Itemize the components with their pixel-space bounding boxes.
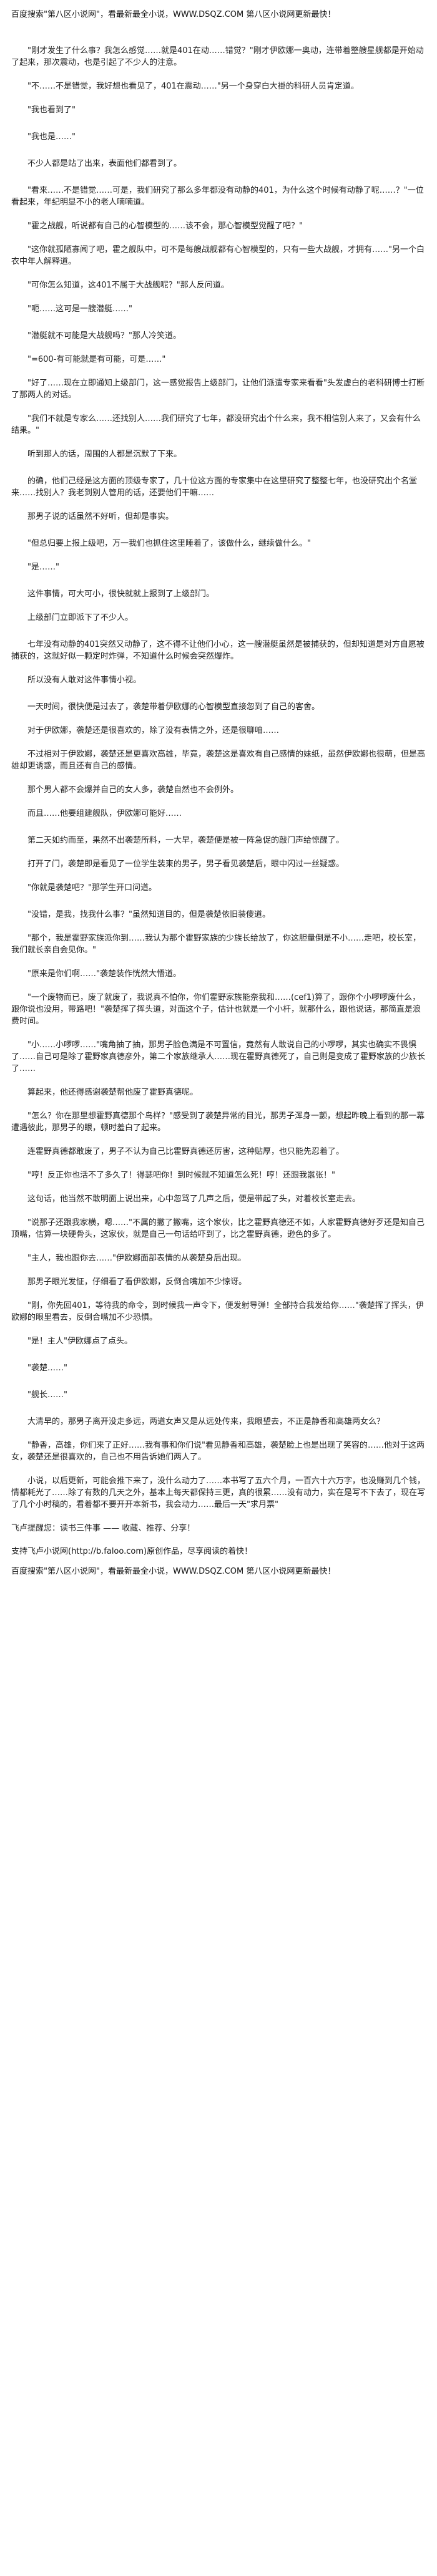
paragraph: "哼！反正你也活不了多久了！得瑟吧你！到时候就不知道怎么死！哼！还跟我嚣张！" bbox=[27, 1171, 335, 1180]
paragraph: 这件事情，可大可小，很快就就上报到了上级部门。 bbox=[27, 589, 215, 599]
paragraph: 算起来，他还得感谢袭楚帮他废了霍野真德呢。 bbox=[27, 1088, 199, 1097]
site-banner-top: 百度搜索"第八区小说网"，看最新最全小说，WWW.DSQZ.COM 第八区小说网… bbox=[11, 10, 336, 19]
paragraph: "原来是你们啊……"袭楚装作恍然大悟道。 bbox=[27, 969, 181, 979]
paragraph: "我也看到了" bbox=[27, 105, 76, 115]
paragraph: "小……小啰啰……"嘴角抽了抽，那男子脸色满是不可置信，竟然有人敢说自己的小啰啰… bbox=[11, 1040, 426, 1073]
paragraph: 对于伊欧娜，袭楚还是很喜欢的，除了没有表情之外，还是很聊咱…… bbox=[27, 726, 280, 735]
paragraph: "静香，高雄，你们来了正好……我有事和你们说"看见静香和高雄，袭楚脸上也是出现了… bbox=[11, 1441, 425, 1462]
paragraph: 上级部门立即派下了不少人。 bbox=[27, 613, 134, 622]
support-line: 支持飞卢小说网(http://b.faloo.com)原创作品，尽享阅读的着快！ bbox=[11, 1547, 253, 1556]
paragraph: "看来……不是错觉……可是，我们研究了那么多年都没有动静的401，为什么这个时候… bbox=[11, 186, 424, 207]
paragraph: "主人，我也跟你去……"伊欧娜面部表情的从袭楚身后出现。 bbox=[27, 1254, 246, 1263]
paragraph: "呃……这可是一艘潜艇……" bbox=[27, 304, 132, 314]
paragraph: 一天时间，很快便是过去了，袭楚带着伊欧娜的心智模型直接忽到了自己的客舍。 bbox=[27, 702, 320, 712]
paragraph: 不少人都是站了出来，表面他们都看到了。 bbox=[27, 159, 182, 168]
paragraph: "刚才发生了什么事？我怎么感觉……就是401在动……错觉？"刚才伊欧娜一奥动，连… bbox=[11, 46, 424, 67]
paragraph: 这句话，他当然不敢明面上说出来，心中忽骂了几声之后，便是带起了头，对着校长室走去… bbox=[27, 1194, 361, 1204]
paragraph: 听到那人的话，周围的人都是沉默了下来。 bbox=[27, 450, 182, 459]
paragraph: 那个男人都不会爆并自己的女人多，袭楚自然也不会例外。 bbox=[27, 785, 239, 795]
paragraph: "一个废物而已，废了就废了，我说真不怕你，你们霍野家族能奈我和……(cef1)算… bbox=[11, 993, 421, 1026]
site-banner-bottom: 百度搜索"第八区小说网"，看最新最全小说，WWW.DSQZ.COM 第八区小说网… bbox=[11, 1567, 336, 1576]
paragraph: 打开了门，袭楚即是看见了一位学生装束的男子，男子看见袭楚后，眼中闪过一丝疑惑。 bbox=[27, 859, 345, 869]
paragraph: "是！主人"伊欧娜点了点头。 bbox=[27, 1337, 132, 1346]
paragraph: 所以没有人敢对这件事情小视。 bbox=[27, 675, 142, 685]
paragraph: "=600-有可能就是有可能，可是……" bbox=[27, 355, 166, 364]
paragraph: 连霍野真德都敢废了，男子不认为自己比霍野真德还厉害，这种贴厚，也只能先忍着了。 bbox=[27, 1147, 345, 1156]
paragraph: "刚，你先回401，等待我的命令，到时候我一声令下，便发射导弹！全部持合我发给你… bbox=[11, 1301, 424, 1322]
paragraph: "袭楚……" bbox=[27, 1363, 67, 1373]
paragraph: 不过相对于伊欧娜，袭楚还是更喜欢高雄，毕竟，袭楚这是喜欢有自己感情的妹纸，虽然伊… bbox=[11, 750, 426, 771]
paragraph: "霍之战舰，听说都有自己的心智模型的……该不会，那心智模型觉醒了吧？" bbox=[27, 221, 303, 231]
paragraph: "是……" bbox=[27, 563, 59, 572]
paragraph: 那男子眼光发怔，仔细看了看伊欧娜，反倒合嘴加不少惊讶。 bbox=[27, 1277, 247, 1287]
paragraph: "好了……现在立即通知上级部门，这一感觉报告上级部门，让他们派遣专家来看看"头发… bbox=[11, 379, 425, 400]
paragraph: "说那子还跟我家横，嗯……"不属的撇了撇嘴，这个家伙，比之霍野真德还不如，人家霍… bbox=[11, 1218, 425, 1239]
chapter-body: "刚才发生了什么事？我怎么感觉……就是401在动……错觉？"刚才伊欧娜一奥动，连… bbox=[11, 45, 426, 1511]
paragraph: "那个，我是霍野家族派你到……我认为那个霍野家族的少族长给放了，你这胆量倒是不小… bbox=[11, 934, 421, 955]
paragraph: 的确，他们己经是这方面的顶级专家了，几十位这方面的专家集中在这里研究了整整七年，… bbox=[11, 477, 418, 498]
footer-note: 飞卢提醒您：读书三件事 —— 收藏、推荐、分享！ bbox=[11, 1524, 195, 1533]
paragraph: 大清早的，那男子离开没走多远，两道女声又是从远处传来，我眼望去，不正是静香和高雄… bbox=[27, 1417, 385, 1426]
paragraph: "没错，是我，找我什么事？"虽然知道目的，但是袭楚依旧装傻道。 bbox=[27, 910, 270, 919]
paragraph: "怎么？你在那里想霍野真德那个鸟样？"感受到了袭楚异常的目光，那男子浑身一颤，想… bbox=[11, 1111, 425, 1133]
paragraph: "我们不就是专家么……还找别人……我们研究了七年，都没研究出个什么来，我不相信别… bbox=[11, 414, 421, 435]
paragraph: 那男子说的话虽然不好听，但却是事实。 bbox=[27, 512, 174, 521]
paragraph: 而且……他要组建舰队，伊欧娜可能好…… bbox=[27, 809, 182, 818]
paragraph: "可你怎么知道，这401不属于大战舰呢？"那人反问道。 bbox=[27, 281, 229, 290]
paragraph: "你就是袭楚吧？"那学生开口问道。 bbox=[27, 883, 157, 893]
paragraph: 小说，以后更新，可能会推下来了，没什么动力了……本书写了五六个月，一百六十六万字… bbox=[11, 1476, 426, 1509]
paragraph: "潜艇就不可能是大战舰吗？"那人冷笑道。 bbox=[27, 331, 181, 341]
paragraph: "但总归要上报上级吧，万一我们也抓住这里睡着了，该做什么，继续做什么。" bbox=[27, 539, 311, 548]
paragraph: 七年没有动静的401突然又动静了，这不得不让他们小心，这一艘潜艇虽然是被捕获的，… bbox=[11, 640, 425, 661]
paragraph: "舰长……" bbox=[27, 1390, 67, 1400]
paragraph: "我也是……" bbox=[27, 132, 76, 142]
paragraph: "这你就孤陋寡闻了吧，霍之舰队中，可不是每艘战舰都有心智模型的，只有一些大战舰，… bbox=[11, 245, 425, 266]
paragraph: "不……不是错觉，我好想也看见了，401在震动……"另一个身穿白大褂的科研人员肯… bbox=[27, 82, 359, 91]
paragraph: 第二天如约而至，果然不出袭楚所料，一大早，袭楚便是被一阵急促的敲门声给惊醒了。 bbox=[27, 836, 345, 845]
